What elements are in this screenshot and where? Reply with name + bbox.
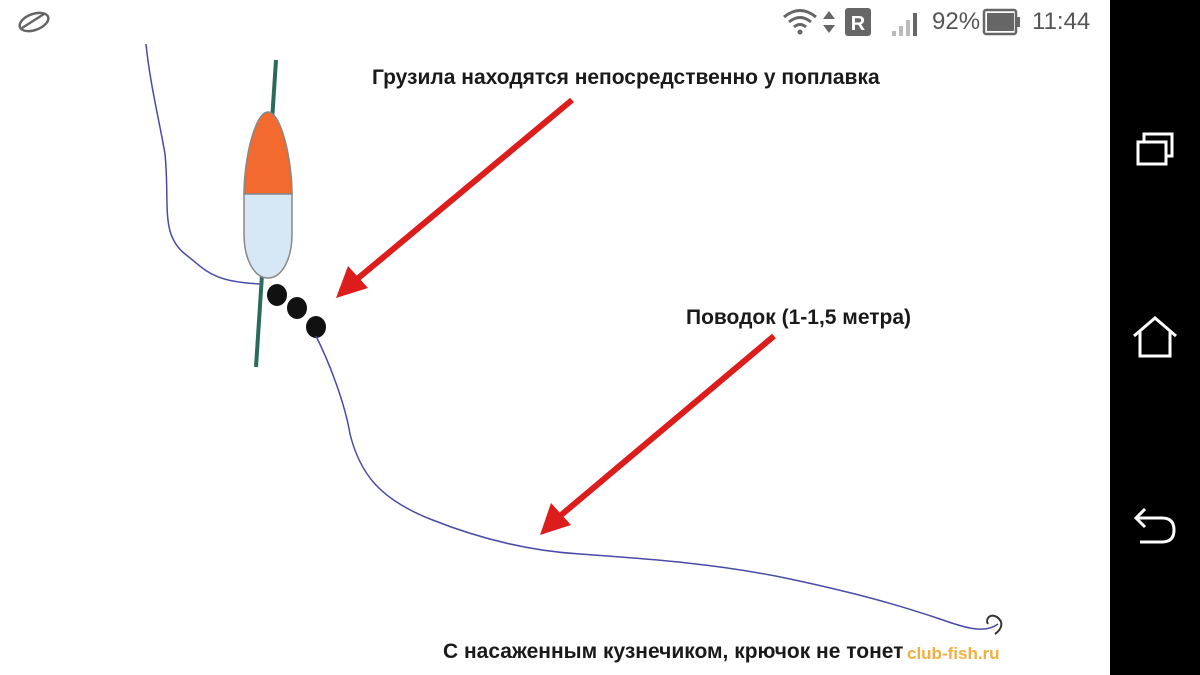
back-icon[interactable] <box>1130 500 1180 550</box>
roaming-badge-text: R <box>851 13 866 35</box>
clock-time: 11:44 <box>1032 8 1091 35</box>
battery-percent: 92% <box>932 8 981 35</box>
fishing-rig-diagram <box>145 44 1003 635</box>
data-arrows-icon <box>823 11 835 33</box>
diagram-content: Грузила находятся непосредственно у попл… <box>0 44 1110 675</box>
wifi-icon <box>783 9 817 35</box>
home-icon[interactable] <box>1130 312 1180 362</box>
weights-label: Грузила находятся непосредственно у попл… <box>372 66 880 89</box>
recents-icon[interactable] <box>1130 125 1180 175</box>
battery-icon <box>982 8 1020 36</box>
main-line <box>145 44 263 285</box>
hook-icon <box>986 614 1003 635</box>
hook-label: С насаженным кузнечиком, крючок не тонет <box>443 640 904 663</box>
leader-label: Поводок (1-1,5 метра) <box>686 306 912 329</box>
navigation-bar <box>1110 0 1200 675</box>
arrow-to-weights <box>336 97 574 298</box>
status-icons: R <box>18 8 1020 36</box>
watermark: club-fish.ru <box>907 644 1000 663</box>
float <box>243 111 293 279</box>
sinker-weights <box>267 284 326 338</box>
arrow-to-leader <box>540 333 776 535</box>
roaming-icon: R <box>845 8 871 36</box>
signal-icon <box>892 13 917 36</box>
leader-line <box>315 335 999 630</box>
app-notification-icon <box>18 11 50 33</box>
status-bar: R 92% 11:44 <box>0 0 1110 44</box>
